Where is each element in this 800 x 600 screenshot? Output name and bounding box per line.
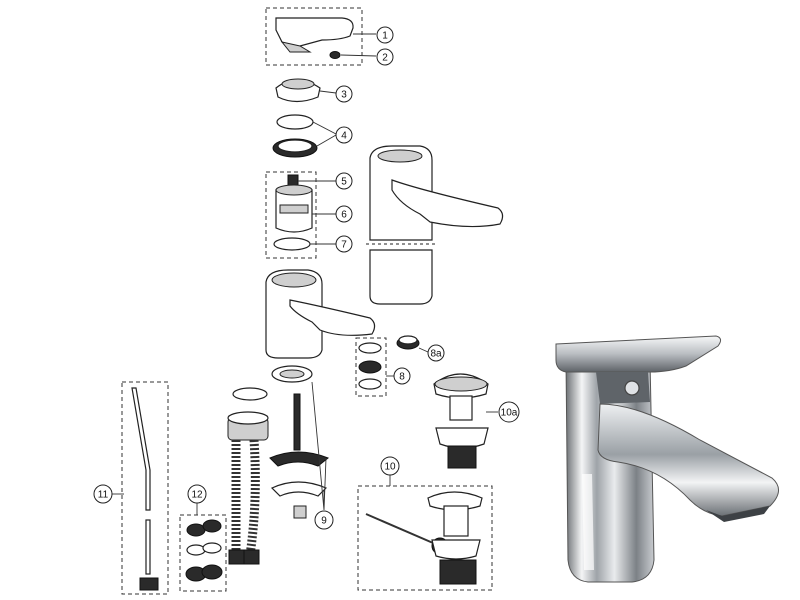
svg-text:3: 3 — [341, 90, 347, 101]
cartridge-group — [265, 171, 336, 259]
callout-12: 12 — [187, 484, 207, 504]
callout-6: 6 — [335, 205, 353, 223]
callout-2: 2 — [376, 48, 394, 66]
flexible-tails — [227, 411, 269, 565]
lever-handle-part — [275, 17, 354, 48]
callout-9: 9 — [314, 510, 334, 530]
connectors-group — [179, 503, 227, 592]
callout-8a: 8a — [427, 344, 445, 362]
pop-up-rod-group — [112, 381, 169, 595]
svg-text:5: 5 — [341, 177, 347, 188]
grub-screw-part — [329, 51, 341, 59]
callout-7: 7 — [335, 235, 353, 253]
aerator-group — [355, 335, 429, 397]
callout-11: 11 — [93, 484, 113, 504]
svg-text:12: 12 — [191, 490, 203, 501]
svg-text:7: 7 — [341, 240, 347, 251]
svg-text:4: 4 — [341, 131, 347, 142]
callout-5: 5 — [335, 172, 353, 190]
o-ring-and-nut — [272, 114, 337, 158]
lever-handle-group — [265, 7, 377, 66]
svg-text:2: 2 — [382, 53, 388, 64]
pop-up-waste-group — [357, 474, 493, 591]
svg-text:8: 8 — [399, 372, 405, 383]
svg-text:8a: 8a — [430, 349, 442, 360]
cartridge-cap — [275, 78, 337, 103]
callout-10: 10 — [380, 456, 400, 476]
svg-text:11: 11 — [98, 490, 109, 501]
click-waste-group — [433, 373, 498, 469]
svg-text:6: 6 — [341, 210, 347, 221]
callout-3: 3 — [335, 85, 353, 103]
svg-text:1: 1 — [382, 31, 388, 42]
tall-body-line-drawing — [366, 145, 504, 305]
callout-4: 4 — [335, 126, 353, 144]
svg-text:10a: 10a — [501, 408, 518, 419]
fixing-kit-group — [232, 365, 329, 519]
product-photo-basin-mixer — [555, 335, 779, 583]
svg-text:9: 9 — [321, 516, 327, 527]
short-body-line-drawing — [265, 269, 376, 359]
callout-1: 1 — [376, 26, 394, 44]
callout-8: 8 — [393, 367, 411, 385]
callout-10a: 10a — [498, 401, 520, 423]
svg-text:10: 10 — [384, 462, 396, 473]
